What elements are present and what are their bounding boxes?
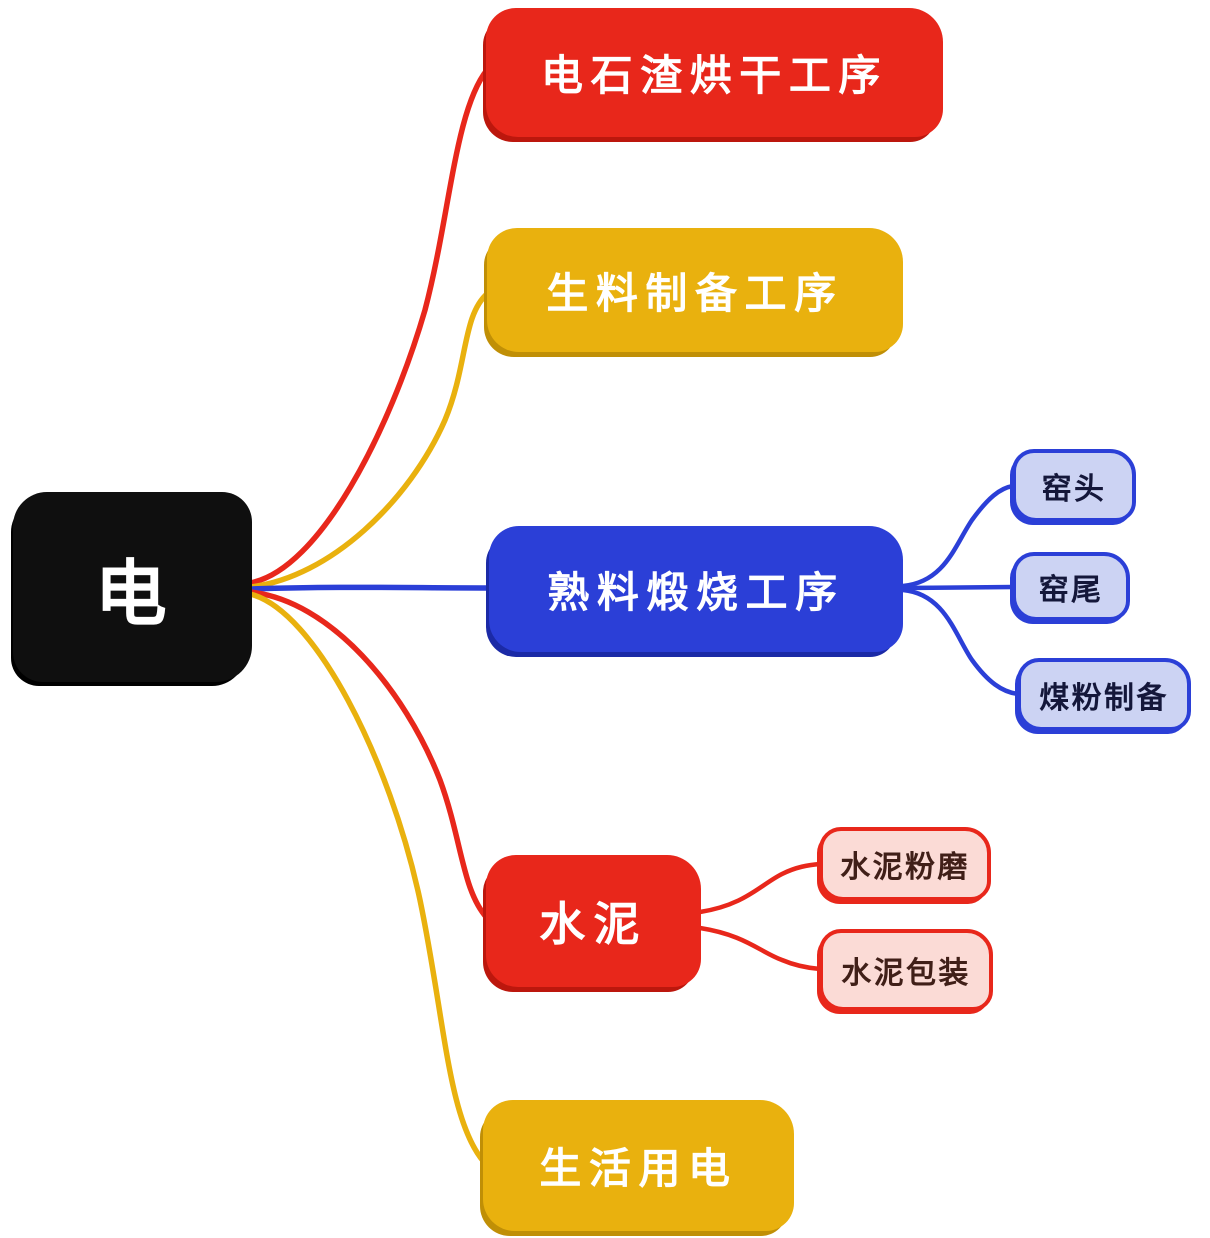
- node-kiln-tail[interactable]: 窑尾: [1012, 552, 1130, 621]
- connector-clinker-to-coal-preparation: [900, 587, 1021, 697]
- node-cement-grinding[interactable]: 水泥粉磨: [819, 827, 991, 901]
- connector-root-to-raw-meal-preparation: [247, 290, 491, 590]
- connector-root-to-cement: [247, 589, 490, 921]
- node-clinker-calcination[interactable]: 熟料煅烧工序: [489, 526, 903, 652]
- root-node-electricity[interactable]: 电: [13, 492, 252, 682]
- node-raw-meal-preparation[interactable]: 生料制备工序: [487, 228, 903, 352]
- node-coal-preparation[interactable]: 煤粉制备: [1017, 658, 1191, 731]
- connector-cement-to-cement-packing: [697, 925, 823, 972]
- node-kiln-head[interactable]: 窑头: [1012, 449, 1136, 522]
- node-cement-packing[interactable]: 水泥包装: [819, 929, 993, 1011]
- connector-root-to-domestic-electricity: [247, 591, 487, 1165]
- connector-cement-to-cement-grinding: [697, 861, 823, 915]
- node-carbide-slag-drying[interactable]: 电石渣烘干工序: [486, 8, 943, 137]
- connector-clinker-to-kiln-tail: [900, 584, 1016, 591]
- connector-root-to-carbide-slag-drying: [247, 67, 490, 586]
- connector-clinker-to-kiln-head: [900, 483, 1016, 589]
- node-domestic-electricity[interactable]: 生活用电: [483, 1100, 794, 1231]
- node-cement[interactable]: 水泥: [486, 855, 701, 987]
- connector-root-to-clinker-calcination: [247, 584, 492, 592]
